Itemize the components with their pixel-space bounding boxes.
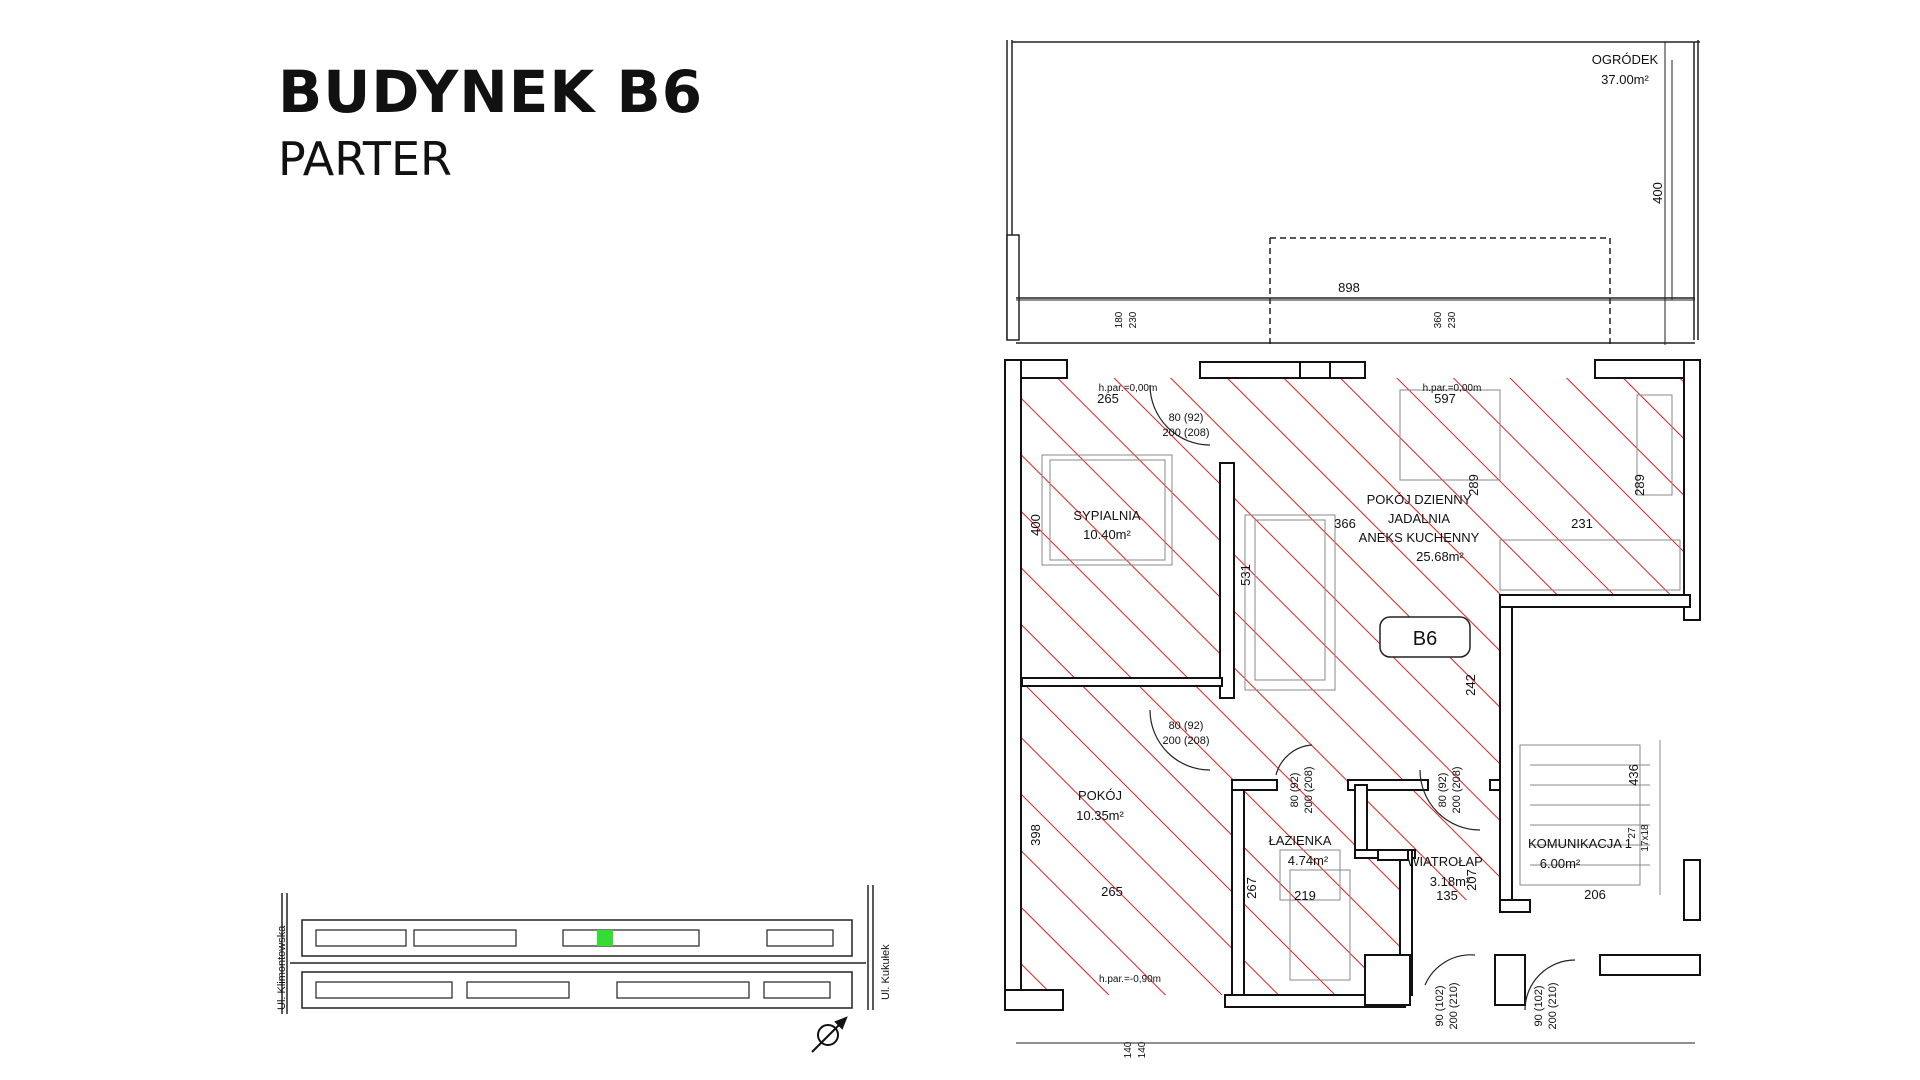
room-name-sypialnia: SYPIALNIA [1073,508,1141,523]
door1-height: 200 (208) [1162,427,1209,439]
dim-135: 135 [1436,888,1458,903]
dim-360: 360 [1433,311,1444,328]
dim-17x18: 17x18 [1640,824,1651,852]
room-area-pokoj: 10.35m² [1076,808,1124,823]
dim-219: 219 [1294,888,1316,903]
room-area-sypialnia: 10.40m² [1083,527,1131,542]
door-swings [1149,384,1576,1011]
door3-width: 80 (92) [1289,773,1301,808]
level-bottom: h.par.=-0,90m [1099,974,1161,985]
dim-531: 531 [1238,564,1253,586]
dim-180: 180 [1114,311,1125,328]
walls [1004,359,1701,1011]
dim-265a: 265 [1097,391,1119,406]
room-name-lazienka: ŁAZIENKA [1269,833,1332,848]
door1-width: 80 (92) [1169,412,1204,424]
page-title: BUDYNEK B6 [278,58,704,126]
dim-398: 398 [1028,824,1043,846]
room-name-pokoj-dzienny: POKÓJ DZIENNY [1367,492,1472,507]
door5-height: 200 (210) [1448,982,1460,1029]
room-area-pokoj-dzienny: 25.68m² [1416,549,1464,564]
room-area-komunikacja: 6.00m² [1540,856,1581,871]
room-name-pokoj: POKÓJ [1078,788,1122,803]
room-name-aneks-kuchenny: ANEKS KUCHENNY [1359,530,1480,545]
dim-436: 436 [1626,764,1641,786]
door6-width: 90 (102) [1533,986,1545,1027]
dim-400b: 400 [1028,514,1043,536]
dim-207: 207 [1464,869,1479,891]
unit-label: B6 [1413,628,1437,650]
level-top: h.par.=0,00m [1099,383,1158,394]
door2-height: 200 (208) [1162,735,1209,747]
dim-27: 27 [1627,827,1638,839]
door2-width: 80 (92) [1169,720,1204,732]
dim-140b: 140 [1137,1041,1148,1058]
dim-206: 206 [1584,887,1606,902]
dim-289b: 289 [1632,474,1647,496]
north-arrow-icon [811,1016,848,1053]
door3-height: 200 (208) [1303,766,1315,813]
room-name-wiatrolap: WIATROŁAP [1407,854,1483,869]
room-area-wiatrolap: 3.18m² [1430,874,1471,889]
door5-width: 90 (102) [1434,986,1446,1027]
room-area-ogrodek: 37.00m² [1601,72,1649,87]
page-subtitle: PARTER [278,132,453,186]
dim-242: 242 [1463,674,1478,696]
room-name-ogrodek: OGRÓDEK [1592,52,1659,67]
dim-289a: 289 [1466,474,1481,496]
dim-366: 366 [1334,516,1356,531]
room-area-lazienka: 4.74m² [1288,853,1329,868]
highlighted-unit [597,930,613,946]
street-label-kukulek: Ul. Kukułek [880,944,892,1000]
street-label-klimontowska: Ul. Klimontowska [276,925,288,1010]
dim-265b: 265 [1101,884,1123,899]
dimension-lines [1016,42,1695,1044]
room-labels: OGRÓDEK 37.00m² SYPIALNIA 10.40m² POKÓJ … [1073,52,1658,889]
level-top2: h.par.=0,00m [1423,383,1482,394]
room-name-komunikacja: KOMUNIKACJA 1 [1528,836,1632,851]
room-name-jadalnia: JADALNIA [1388,511,1450,526]
dim-267: 267 [1244,877,1259,899]
level-marks: h.par.=0,00m h.par.=0,00m h.par.=-0,90m [1099,383,1482,985]
dim-400: 400 [1650,182,1665,204]
apartment-hatch [1020,378,1686,995]
door6-height: 200 (210) [1547,982,1559,1029]
dim-230b: 230 [1447,311,1458,328]
site-plan [281,885,874,1014]
dim-231: 231 [1571,516,1593,531]
dim-140a: 140 [1123,1041,1134,1058]
dim-230a: 230 [1128,311,1139,328]
door4-width: 80 (92) [1437,773,1449,808]
unit-label-box [1379,616,1471,658]
door-labels: 80 (92) 200 (208) 80 (92) 200 (208) 80 (… [1162,412,1559,1030]
furniture [1041,389,1681,981]
dimension-labels: 898 400 180 230 360 230 265 597 289 289 … [1028,182,1665,1058]
dim-898: 898 [1338,280,1360,295]
door4-height: 200 (208) [1451,766,1463,813]
dim-597: 597 [1434,391,1456,406]
garden-outline [1006,40,1700,345]
